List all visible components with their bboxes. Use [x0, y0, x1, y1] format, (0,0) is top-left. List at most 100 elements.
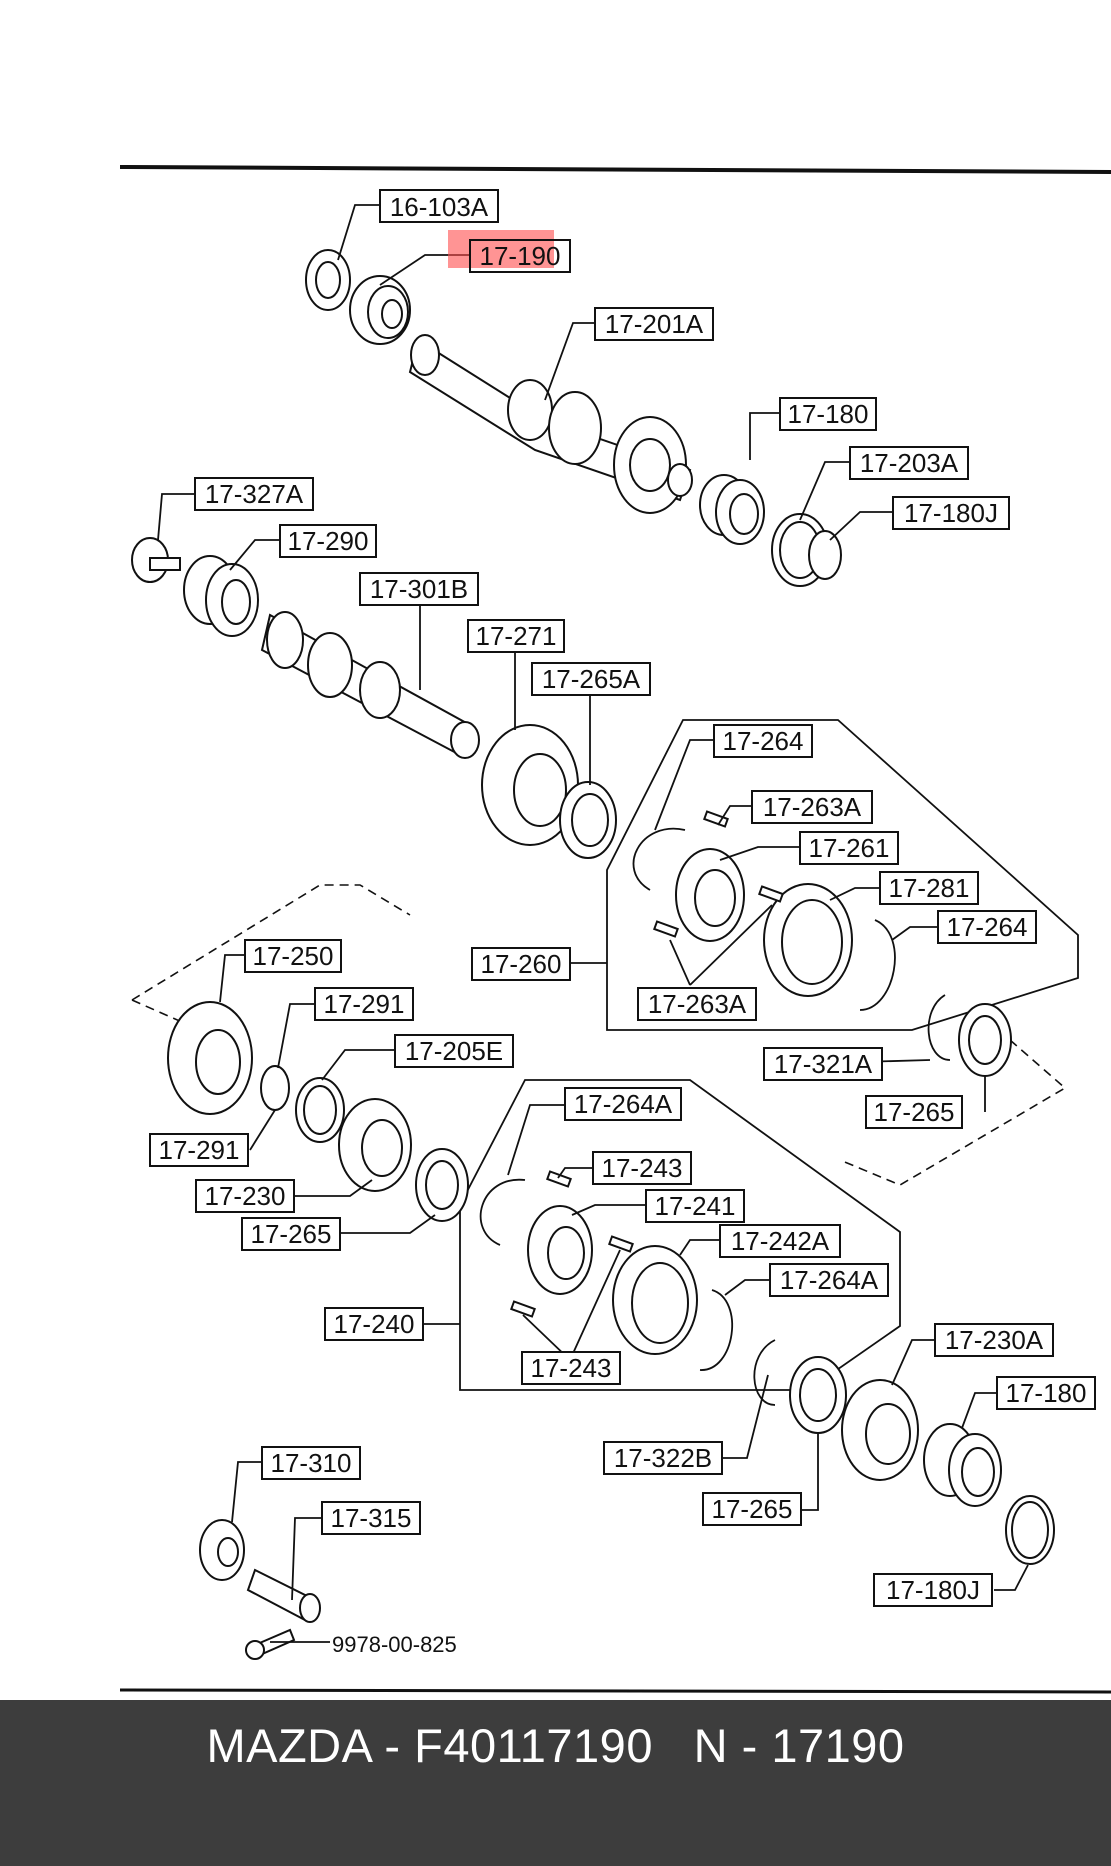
- synchro-ring-17-265A: [559, 781, 617, 859]
- sleeve-17-242A: [612, 1245, 698, 1355]
- svg-text:17-327A: 17-327A: [205, 479, 304, 509]
- gear-17-230A: [841, 1379, 919, 1481]
- keys-17-243-bottom: [510, 1235, 634, 1318]
- callout-17-201A: 17-201A: [594, 307, 714, 341]
- callout-17-263A-top: 17-263A: [751, 790, 873, 824]
- svg-text:17-291: 17-291: [324, 989, 405, 1019]
- svg-text:17-263A: 17-263A: [763, 792, 862, 822]
- svg-text:17-190: 17-190: [480, 241, 561, 271]
- callout-17-260: 17-260: [471, 947, 571, 981]
- dashed-group-outline-right: [839, 1039, 1067, 1186]
- svg-text:17-180J: 17-180J: [904, 498, 998, 528]
- keys-17-263A-bottom: [653, 885, 784, 938]
- shim-17-180J: [808, 530, 842, 580]
- svg-text:16-103A: 16-103A: [390, 192, 489, 222]
- callout-16-103A: 16-103A: [379, 189, 499, 223]
- callout-17-230A: 17-230A: [934, 1323, 1054, 1357]
- callout-17-281: 17-281: [879, 871, 979, 905]
- callout-17-271: 17-271: [467, 619, 565, 653]
- key-17-263A-top: [703, 810, 729, 828]
- callout-17-241: 17-241: [645, 1189, 745, 1223]
- svg-text:17-265: 17-265: [874, 1097, 955, 1127]
- svg-text:17-242A: 17-242A: [731, 1226, 830, 1256]
- svg-text:17-310: 17-310: [271, 1448, 352, 1478]
- callout-17-264A-bottom: 17-264A: [769, 1263, 889, 1297]
- gear-17-250: [167, 1001, 253, 1115]
- exploded-parts-diagram: 16-103A 17-190 17-201A 17-180 17-203A 17…: [119, 165, 1111, 1694]
- callout-17-290: 17-290: [279, 524, 377, 558]
- hub-17-241: [527, 1205, 593, 1295]
- svg-text:17-264: 17-264: [723, 726, 804, 756]
- bearing-17-180-top: [699, 474, 765, 545]
- svg-text:17-230: 17-230: [205, 1181, 286, 1211]
- callout-17-243-top: 17-243: [592, 1151, 692, 1185]
- callout-17-327A: 17-327A: [194, 477, 314, 511]
- plug-17-327A: [131, 537, 181, 583]
- callout-17-261: 17-261: [799, 831, 899, 865]
- bearing-16-103A: [305, 249, 351, 311]
- callout-17-265A: 17-265A: [531, 662, 651, 696]
- svg-text:17-321A: 17-321A: [774, 1049, 873, 1079]
- svg-text:17-261: 17-261: [809, 833, 890, 863]
- callout-17-243-bottom: 17-243: [521, 1351, 621, 1385]
- callout-17-264-a: 17-264: [713, 724, 813, 758]
- bolt-9978-00-825: [245, 1628, 296, 1660]
- svg-text:17-290: 17-290: [288, 526, 369, 556]
- ring-17-205E: [295, 1077, 345, 1143]
- snap-ring-17-321A: [927, 994, 951, 1061]
- callout-17-265-left: 17-265: [241, 1217, 341, 1251]
- callout-17-180J-bottom: 17-180J: [873, 1573, 993, 1607]
- svg-text:17-180: 17-180: [1006, 1378, 1087, 1408]
- callout-9978-00-825: 9978-00-825: [332, 1632, 457, 1657]
- spring-17-264A-a: [479, 1179, 526, 1246]
- svg-text:17-260: 17-260: [481, 949, 562, 979]
- svg-text:17-243: 17-243: [531, 1353, 612, 1383]
- bearing-17-180-bottom: [923, 1423, 1002, 1507]
- callout-17-240: 17-240: [324, 1307, 424, 1341]
- callout-17-321A: 17-321A: [763, 1047, 883, 1081]
- spring-17-264-b: [859, 919, 896, 1011]
- callout-17-322B: 17-322B: [603, 1441, 723, 1475]
- callout-17-291-top: 17-291: [314, 987, 414, 1021]
- svg-text:17-240: 17-240: [334, 1309, 415, 1339]
- synchro-ring-17-265-left: [415, 1148, 469, 1222]
- svg-text:17-264A: 17-264A: [574, 1089, 673, 1119]
- callout-17-180-top: 17-180: [779, 397, 877, 431]
- countershaft-17-301B: [260, 611, 480, 759]
- dashed-group-outline-left: [131, 884, 411, 1001]
- synchro-ring-17-265-mid: [958, 1003, 1012, 1077]
- callout-17-301B: 17-301B: [359, 572, 479, 606]
- callout-17-242A: 17-242A: [719, 1224, 841, 1258]
- svg-text:17-322B: 17-322B: [614, 1443, 712, 1473]
- synchro-ring-17-265-bottom: [789, 1356, 847, 1434]
- callout-17-264-b: 17-264: [937, 910, 1037, 944]
- spring-17-264A-b: [699, 1289, 734, 1371]
- part-number-caption: MAZDA - F40117190 N - 17190: [206, 1719, 905, 1772]
- svg-text:17-264A: 17-264A: [780, 1265, 879, 1295]
- gear-17-271: [481, 724, 579, 846]
- svg-text:17-315: 17-315: [331, 1503, 412, 1533]
- svg-text:17-301B: 17-301B: [370, 574, 468, 604]
- svg-text:17-205E: 17-205E: [405, 1036, 503, 1066]
- shim-17-180J-bottom: [1005, 1495, 1055, 1565]
- thrust-washer-17-291: [260, 1065, 290, 1111]
- snap-ring-17-322B: [753, 1339, 776, 1406]
- svg-text:17-265: 17-265: [712, 1494, 793, 1524]
- top-border-line: [119, 165, 1111, 174]
- callout-17-291-bottom: 17-291: [149, 1133, 249, 1167]
- spring-17-264-a: [632, 827, 686, 891]
- hub-17-261: [675, 848, 745, 942]
- svg-text:17-180J: 17-180J: [886, 1575, 980, 1605]
- bearing-17-290: [183, 555, 259, 637]
- bottom-border-line: [119, 1688, 1111, 1694]
- callout-17-203A: 17-203A: [849, 446, 969, 480]
- svg-text:17-264: 17-264: [947, 912, 1028, 942]
- callout-17-263A-bottom: 17-263A: [637, 987, 757, 1021]
- callout-17-180J-top: 17-180J: [892, 496, 1010, 530]
- svg-text:17-241: 17-241: [655, 1191, 736, 1221]
- bearing-17-190: [349, 275, 411, 345]
- target-part-highlight: [448, 230, 554, 268]
- svg-text:9978-00-825: 9978-00-825: [332, 1632, 457, 1657]
- callout-17-265-bottom: 17-265: [702, 1492, 802, 1526]
- main-shaft-17-201A: [408, 334, 693, 514]
